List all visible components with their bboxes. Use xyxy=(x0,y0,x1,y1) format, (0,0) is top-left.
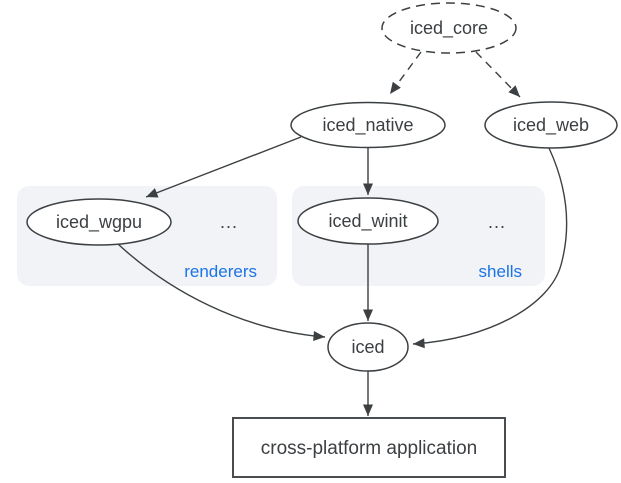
group-shells-label: shells xyxy=(479,262,522,281)
edge-iced-web-to-iced xyxy=(412,147,568,349)
application-rect xyxy=(232,417,506,478)
iced-winit-ellipse xyxy=(297,197,439,245)
iced-winit-label: iced_winit xyxy=(328,211,407,232)
node-application: cross-platform application xyxy=(232,417,506,478)
iced-native-ellipse xyxy=(290,101,446,149)
node-iced-core: iced_core xyxy=(381,2,517,54)
iced-web-ellipse xyxy=(484,101,618,149)
shells-ellipsis: ... xyxy=(488,212,506,232)
iced-core-ellipse xyxy=(381,2,517,54)
edges xyxy=(117,51,568,416)
edge-iced-core-to-iced-native xyxy=(389,51,422,95)
node-iced-web: iced_web xyxy=(484,101,618,149)
iced-ellipse xyxy=(327,322,409,372)
node-iced-winit: iced_winit xyxy=(297,197,439,245)
renderers-ellipsis: ... xyxy=(220,212,238,232)
iced-wgpu-label: iced_wgpu xyxy=(56,212,142,233)
node-iced: iced xyxy=(327,322,409,372)
edge-iced-native-to-iced-wgpu xyxy=(145,136,302,198)
iced-label: iced xyxy=(351,337,384,357)
iced-wgpu-ellipse xyxy=(26,198,172,246)
iced-core-label: iced_core xyxy=(410,18,488,39)
iced-web-label: iced_web xyxy=(513,115,589,136)
node-iced-wgpu: iced_wgpu xyxy=(26,198,172,246)
application-label: cross-platform application xyxy=(261,438,477,459)
node-iced-native: iced_native xyxy=(290,101,446,149)
edge-iced-core-to-iced-web xyxy=(475,51,521,98)
group-renderers-label: renderers xyxy=(184,262,257,281)
edge-iced-wgpu-to-iced xyxy=(117,243,326,342)
iced-native-label: iced_native xyxy=(322,115,413,136)
